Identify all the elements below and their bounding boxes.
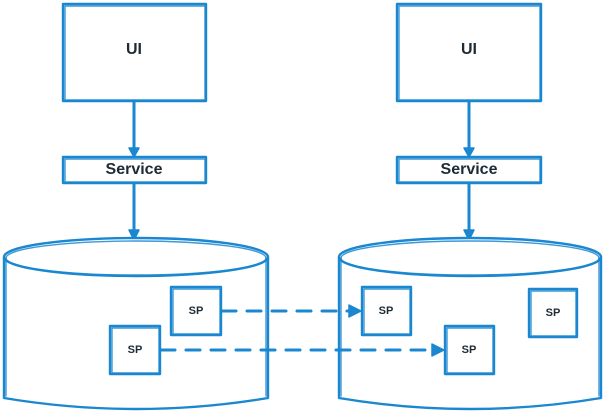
dashed-arrow-upper bbox=[220, 304, 362, 318]
left-database bbox=[2, 236, 270, 411]
right-stack: UI Service SP bbox=[337, 2, 603, 411]
left-service-box: Service bbox=[61, 155, 208, 185]
right-ui-to-service-arrow bbox=[463, 99, 475, 158]
right-sp-left-box: SP bbox=[360, 285, 413, 337]
left-ui-label: UI bbox=[126, 41, 142, 58]
right-sp-lower-box: SP bbox=[443, 324, 496, 376]
left-stack: UI Service SP bbox=[2, 2, 270, 411]
dashed-arrow-lower bbox=[159, 343, 445, 357]
left-ui-box: UI bbox=[61, 2, 208, 103]
right-sp-right-box: SP bbox=[527, 287, 579, 339]
right-sp-right-label: SP bbox=[546, 307, 561, 319]
right-ui-box: UI bbox=[395, 2, 543, 103]
left-sp-lower-label: SP bbox=[128, 344, 143, 356]
left-service-to-db-arrow bbox=[128, 181, 140, 241]
right-service-box: Service bbox=[395, 155, 543, 185]
left-ui-to-service-arrow bbox=[128, 99, 140, 158]
left-sp-lower-box: SP bbox=[108, 324, 162, 376]
right-service-to-db-arrow bbox=[463, 181, 475, 241]
right-sp-lower-label: SP bbox=[462, 344, 477, 356]
left-service-label: Service bbox=[106, 161, 163, 178]
left-sp-upper-label: SP bbox=[189, 305, 204, 317]
right-sp-left-label: SP bbox=[379, 305, 394, 317]
left-sp-upper-box: SP bbox=[169, 285, 223, 337]
right-service-label: Service bbox=[441, 161, 498, 178]
right-ui-label: UI bbox=[461, 41, 477, 58]
